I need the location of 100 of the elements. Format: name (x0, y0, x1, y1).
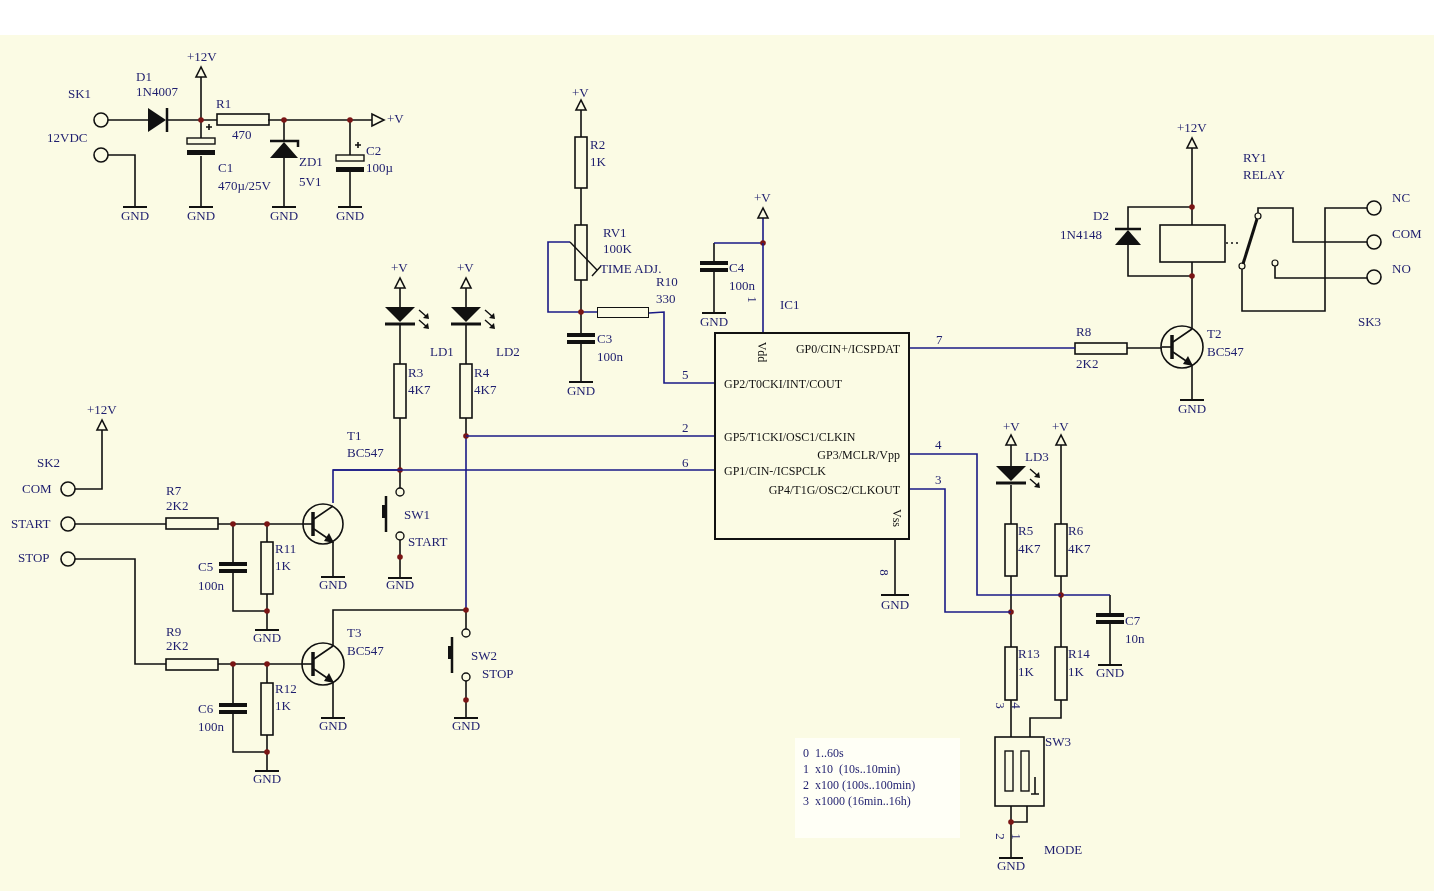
schematic-label: SW3 (1045, 735, 1071, 748)
pin-name: GP1/CIN-/ICSPCLK (724, 465, 827, 477)
schematic-label: R8 (1076, 325, 1092, 338)
schematic-label: C2 (366, 144, 382, 157)
schematic-label: C6 (198, 702, 214, 715)
schematic-label: R9 (166, 625, 182, 638)
schematic-label: 1K (275, 559, 291, 572)
schematic-label: SK3 (1358, 315, 1382, 328)
ground-label: GND (881, 594, 909, 611)
schematic-label: BC547 (1207, 345, 1244, 358)
schematic-label: 10n (1125, 632, 1145, 645)
schematic-label: GND (120, 209, 150, 222)
schematic-label: 1K (1068, 665, 1084, 678)
pin-wire (332, 469, 715, 504)
schematic-label: RELAY (1243, 168, 1286, 181)
schematic-label: R5 (1018, 524, 1034, 537)
schematic-label: 1K (1018, 665, 1034, 678)
pin-wire (894, 539, 896, 595)
pin-number: 4 (935, 438, 942, 451)
schematic-label: +V (391, 261, 408, 274)
schematic-label: 4K7 (1018, 542, 1041, 555)
schematic-label: COM (1392, 227, 1422, 240)
schematic-label: 1K (590, 155, 606, 168)
schematic-label: R6 (1068, 524, 1084, 537)
pin-number: 8 (877, 569, 891, 576)
schematic-label: +V (754, 191, 771, 204)
schematic-label: C1 (218, 161, 234, 174)
schematic-label: LD3 (1025, 450, 1049, 463)
schematic-label: GND (1177, 402, 1207, 415)
schematic-label: STOP (18, 551, 50, 564)
pin-name: Vss (891, 509, 903, 527)
pin-wire (762, 242, 764, 333)
note-text: 2 x100 (100s..100min) (803, 778, 917, 792)
schematic-label: C4 (729, 261, 745, 274)
schematic-label: RY1 (1243, 151, 1267, 164)
pin-number: 5 (682, 368, 689, 381)
schematic-label: C7 (1125, 614, 1141, 627)
schematic-label: GND (996, 859, 1026, 872)
schematic-label: 2K2 (166, 499, 189, 512)
schematic-label: T2 (1207, 327, 1222, 340)
schematic-label: GND (252, 631, 282, 644)
pin-wire (909, 347, 1076, 349)
pin-name: GP4/T1G/OSC2/CLKOUT (768, 484, 900, 496)
schematic-label: LD2 (496, 345, 520, 358)
schematic-label: GND (385, 578, 415, 591)
schematic-label: START (408, 535, 448, 548)
pin-wire (465, 435, 715, 437)
schematic-label: IC1 (780, 298, 800, 311)
schematic-label: 1K (275, 699, 291, 712)
schematic-label: D2 (1093, 209, 1109, 222)
schematic-label: LD1 (430, 345, 454, 358)
schematic-label: GND (699, 315, 729, 328)
schematic-label: GND (335, 209, 365, 222)
schematic-label: R7 (166, 484, 182, 497)
schematic-label: GND (186, 209, 216, 222)
schematic-label: GND (252, 772, 282, 785)
schematic-label: GND (269, 209, 299, 222)
schematic-label: R11 (275, 542, 297, 555)
schematic-label: +12V (1177, 121, 1207, 134)
note-text: 1 x10 (10s..10min) (803, 762, 902, 776)
note-text: 3 x1000 (16min..16h) (803, 794, 912, 808)
schematic-label: C5 (198, 560, 214, 573)
schematic-label: 100µ (366, 161, 393, 174)
component-label: T1 (347, 429, 362, 442)
schematic-label: 4 (1009, 702, 1023, 709)
schematic-label: R1 (216, 97, 232, 110)
schematic-label: T3 (347, 626, 362, 639)
schematic-label: R2 (590, 138, 606, 151)
schematic-label: NC (1392, 191, 1411, 204)
pin-name: GP3/MCLR/Vpp (817, 449, 900, 461)
note-text: 0 1..60s (803, 746, 845, 760)
schematic-label: 100n (198, 579, 224, 592)
ic-chip-box (714, 332, 910, 540)
schematic-label: RV1 (603, 226, 627, 239)
schematic-label: MODE (1044, 843, 1083, 856)
schematic-label: +12V (187, 50, 217, 63)
schematic-label: D1 (136, 70, 152, 83)
schematic-label: R12 (275, 682, 297, 695)
schematic-label: SK1 (68, 87, 92, 100)
schematic-label: COM (22, 482, 52, 495)
schematic-label: BC547 (347, 644, 384, 657)
schematic-label: 4K7 (1068, 542, 1091, 555)
schematic-label: GND (318, 578, 348, 591)
component-label: BC547 (347, 446, 384, 459)
schematic-label: 4K7 (408, 383, 431, 396)
schematic-label: 470µ/25V (218, 179, 271, 192)
schematic-label: +V (457, 261, 474, 274)
component-label: R10 (656, 275, 678, 288)
pin-wire (909, 488, 1012, 613)
schematic-label: 1 (1009, 833, 1023, 840)
schematic-label: R3 (408, 366, 424, 379)
schematic-label: 2K2 (166, 639, 189, 652)
schematic-label: GND (318, 719, 348, 732)
schematic-label: 2K2 (1076, 357, 1099, 370)
schematic-label: START (11, 517, 51, 530)
schematic-label: 100n (198, 720, 224, 733)
schematic-label: 5V1 (299, 175, 322, 188)
schematic-label: C3 (597, 332, 613, 345)
pin-number: 6 (682, 456, 689, 469)
schematic-label: 100n (729, 279, 755, 292)
